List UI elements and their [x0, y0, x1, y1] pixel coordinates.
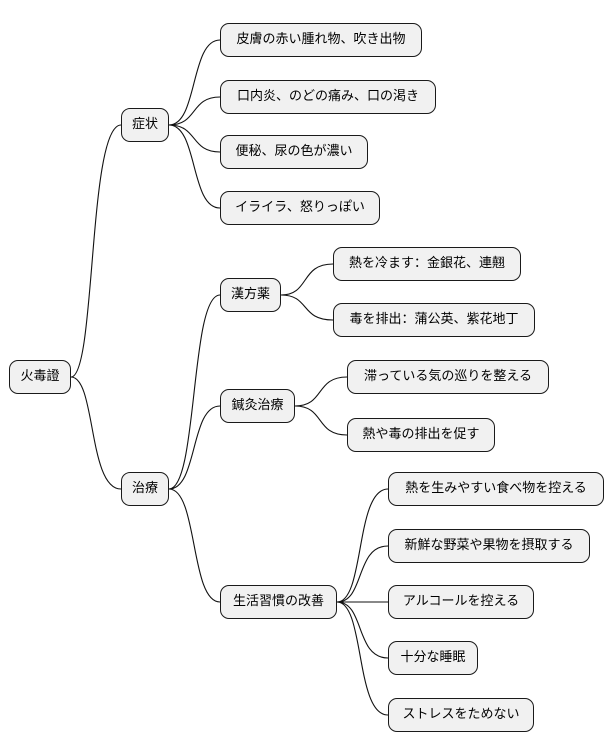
lifestyle-item: アルコールを控える — [388, 585, 534, 619]
acupuncture-item: 熱や毒の排出を促す — [347, 418, 495, 452]
symptom-item: イライラ、怒りっぽい — [220, 191, 380, 225]
lifestyle-item: 熱を生みやすい食べ物を控える — [388, 472, 604, 506]
treatment-lifestyle: 生活習慣の改善 — [220, 585, 337, 619]
link-lifestyle-item-3 — [336, 601, 389, 659]
link-treatment-herbal — [168, 294, 221, 490]
link-symptoms-item-2 — [168, 124, 221, 153]
link-root-symptoms — [70, 124, 122, 378]
symptom-item: 口内炎、のどの痛み、口の渇き — [220, 80, 436, 114]
link-symptoms-item-1 — [168, 96, 221, 126]
herbal-item: 熱を冷ます：金銀花、連翹 — [333, 247, 521, 281]
link-treatment-acupuncture — [168, 405, 221, 490]
root-node: 火毒證 — [9, 360, 71, 394]
link-acupuncture-item-0 — [294, 376, 348, 407]
link-symptoms-item-0 — [168, 39, 221, 126]
link-lifestyle-item-4 — [336, 601, 389, 716]
treatment-herbal: 漢方薬 — [220, 278, 281, 312]
herbal-item: 毒を排出：蒲公英、紫花地丁 — [333, 303, 535, 337]
treatment-acupuncture: 鍼灸治療 — [220, 389, 295, 423]
branch-symptoms: 症状 — [121, 108, 169, 142]
link-symptoms-item-3 — [168, 124, 221, 209]
lifestyle-item: 新鮮な野菜や果物を摂取する — [388, 529, 590, 563]
lifestyle-item: 十分な睡眠 — [388, 641, 478, 675]
link-treatment-lifestyle — [168, 488, 221, 603]
lifestyle-item: ストレスをためない — [388, 698, 534, 732]
link-root-treatment — [70, 376, 122, 490]
branch-treatment: 治療 — [121, 472, 169, 506]
link-herbal-item-0 — [280, 263, 334, 296]
symptom-item: 便秘、尿の色が濃い — [220, 135, 368, 169]
link-lifestyle-item-1 — [336, 545, 389, 603]
symptom-item: 皮膚の赤い腫れ物、吹き出物 — [220, 23, 422, 57]
acupuncture-item: 滞っている気の巡りを整える — [347, 360, 549, 394]
link-lifestyle-item-0 — [336, 488, 389, 603]
link-acupuncture-item-1 — [294, 405, 348, 436]
link-herbal-item-1 — [280, 294, 334, 321]
